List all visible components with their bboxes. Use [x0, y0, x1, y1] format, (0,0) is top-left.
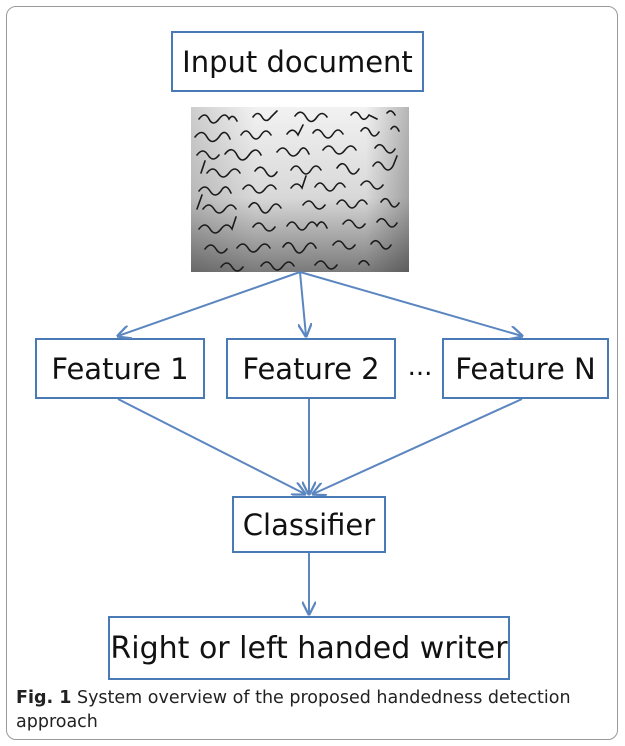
feature-n-label: Feature N [455, 351, 596, 386]
feature-2-label: Feature 2 [242, 351, 380, 386]
arrow-image-to-feature-1 [118, 271, 301, 336]
figure-caption: Fig. 1 System overview of the proposed h… [16, 686, 611, 734]
input-document-label: Input document [182, 44, 413, 79]
output-label: Right or left handed writer [110, 630, 508, 666]
output-box: Right or left handed writer [108, 616, 510, 680]
classifier-box: Classifier [232, 496, 386, 553]
feature-2-box: Feature 2 [226, 338, 396, 399]
input-document-box: Input document [171, 31, 424, 92]
classifier-label: Classifier [242, 507, 376, 542]
figure-label: Fig. 1 [16, 688, 72, 708]
arrow-image-to-feature-2 [300, 271, 306, 336]
feature-n-box: Feature N [442, 338, 609, 399]
arrow-feature-1-to-classifier [117, 398, 305, 494]
features-ellipsis: ... [407, 352, 433, 382]
arrow-feature-n-to-classifier [313, 398, 523, 494]
handwritten-document-image [191, 107, 409, 272]
feature-1-label: Feature 1 [51, 351, 189, 386]
arrow-image-to-feature-n [299, 271, 522, 336]
figure-caption-text: System overview of the proposed handedne… [16, 688, 571, 732]
